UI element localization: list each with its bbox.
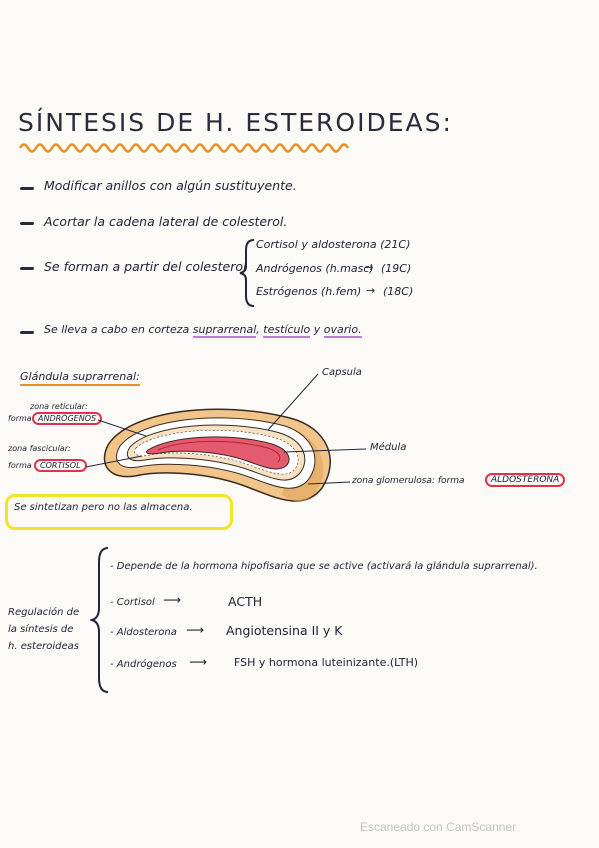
highlight-box [5, 494, 233, 530]
arrow-icon: ⟶ [189, 654, 207, 669]
formation-item-androgenos: Andrógenos (h.masc) [256, 262, 374, 275]
location-sep: , [256, 323, 260, 336]
adrenal-gland-drawing [103, 408, 331, 502]
bullet-2: Acortar la cadena lateral de colesterol. [44, 214, 288, 229]
annotation-lines [85, 373, 367, 485]
bullet-dash [20, 331, 34, 334]
regulation-item-text: Cortisol [116, 597, 155, 608]
location-suprarrenal: suprarrenal [192, 323, 257, 338]
formation-item-19c: (19C) [381, 262, 412, 275]
bullet-dash [20, 222, 34, 225]
regulation-label-line: la síntesis de [8, 624, 74, 635]
scanner-watermark: Escaneado con CamScanner [360, 820, 517, 834]
location-text: Se lleva a cabo en corteza suprarrenal, … [44, 323, 362, 338]
regulation-item-text: Aldosterona [116, 627, 177, 638]
curly-brace [239, 239, 255, 307]
gland-note: Se sintetizan pero no las almacena. [14, 502, 193, 513]
location-testiculo: testículo [263, 323, 311, 338]
location-conj: y [313, 323, 321, 336]
regulation-item-3: - Aldosterona [110, 627, 177, 638]
androgenos-pill: ANDRÓGENOS [32, 412, 103, 425]
aldosterona-pill: ALDOSTERONA [485, 473, 566, 487]
formation-item-estrogenos: Estrógenos (h.fem) [256, 285, 362, 298]
formation-text: Se forman a partir del colesterol [44, 259, 247, 274]
regulation-item-text: Andrógenos [116, 659, 177, 670]
formation-item-18c: (18C) [383, 285, 414, 298]
location-prefix: Se lleva a cabo en corteza [44, 323, 190, 336]
arrow-icon: → [366, 284, 376, 297]
location-ovario: ovario. [323, 323, 362, 338]
regulation-item-1: - Depende de la hormona hipofisaria que … [110, 561, 538, 572]
cortisol-pill: CORTISOL [34, 459, 87, 472]
bullet-dash [20, 187, 34, 190]
arrow-icon: ⟶ [163, 592, 181, 607]
formation-item-cortisol: Cortisol y aldosterona (21C) [256, 238, 411, 251]
regulation-item-target: FSH y hormona luteinizante.(LTH) [234, 656, 419, 669]
bullet-dash [20, 267, 34, 270]
regulation-item-4: - Andrógenos [110, 659, 177, 670]
zona-fascicular-label: zona fascicular: [8, 444, 71, 453]
bullet-1: Modificar anillos con algún sustituyente… [44, 178, 297, 193]
regulation-label-line: h. esteroideas [8, 641, 79, 652]
regulation-item-text: Depende de la hormona hipofisaria que se… [116, 561, 538, 572]
regulation-label: Regulación de la síntesis de h. esteroid… [8, 604, 79, 655]
regulation-item-target: ACTH [228, 594, 263, 609]
regulation-item-2: - Cortisol [110, 597, 155, 608]
gland-heading: Glándula suprarrenal: [20, 370, 140, 386]
medula-label: Médula [370, 442, 407, 453]
regulation-label-line: Regulación de [8, 607, 80, 618]
zona-reticular-label: zona reticular: [30, 402, 88, 411]
capsula-label: Capsula [322, 367, 362, 378]
title-underline-zigzag [18, 143, 350, 153]
forma-label-2: forma [8, 461, 32, 470]
arrow-icon: ⟶ [186, 622, 204, 637]
forma-label-1: forma [8, 414, 32, 423]
arrow-icon: → [364, 261, 374, 274]
regulation-brace [90, 547, 109, 693]
zona-glomerulosa-label: zona glomerulosa: forma [352, 476, 465, 486]
page-title: SÍNTESIS DE H. ESTEROIDEAS: [18, 108, 453, 137]
regulation-item-target: Angiotensina II y K [226, 623, 343, 638]
